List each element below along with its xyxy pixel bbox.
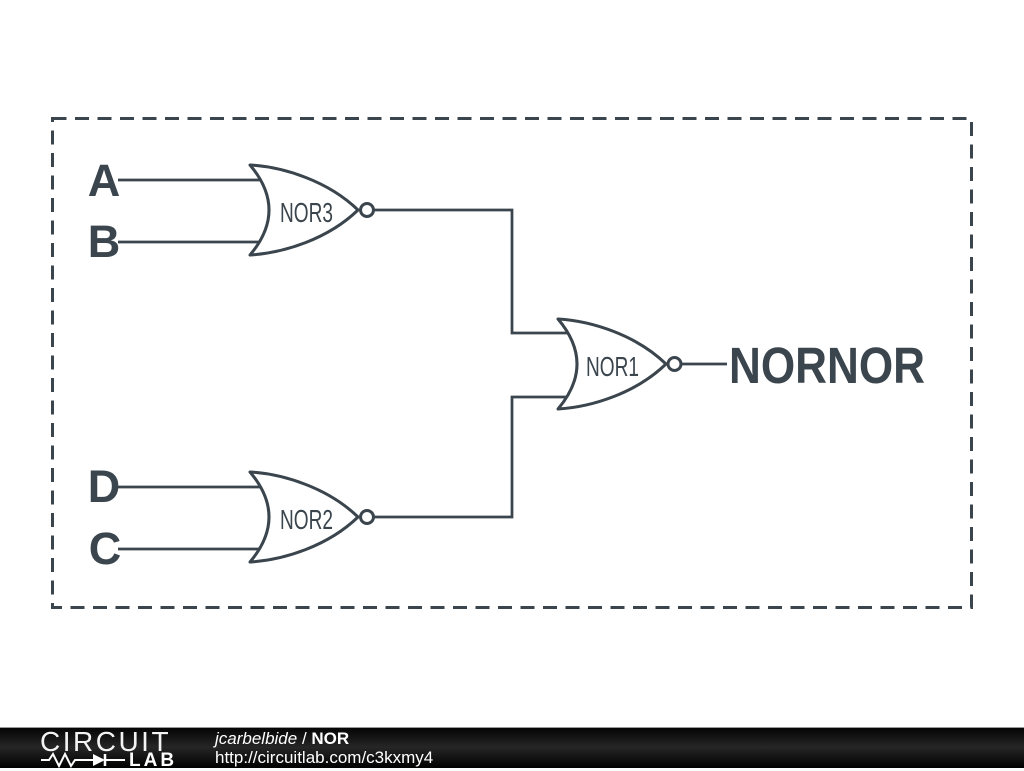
schematic-title: NOR [311, 729, 350, 748]
wire-nor3-to-nor1 [374, 208, 572, 335]
input-label-d: D [88, 461, 121, 512]
input-label-b: B [88, 216, 121, 267]
input-label-c: C [89, 523, 122, 574]
nor2-gate-label: NOR2 [280, 504, 333, 535]
nor2-gate[interactable] [248, 470, 360, 564]
circuitlab-logo-wordmark: CIRCUIT [40, 726, 172, 757]
nor3-gate-label: NOR3 [280, 197, 333, 228]
footer-bar: CIRCUIT LAB jcarbelbide / NOR http://cir… [0, 726, 1024, 771]
resistor-diode-icon [41, 752, 125, 768]
author-name: jcarbelbide [215, 729, 298, 748]
output-label: NORNOR [729, 337, 925, 394]
schematic-canvas: NOR3 NOR2 NOR1 A B D C NORNOR [51, 117, 973, 609]
nor1-gate-body[interactable] [556, 317, 668, 411]
nor3-gate[interactable] [248, 163, 360, 257]
nor1-inversion-bubble [666, 356, 683, 372]
circuitlab-logo[interactable]: CIRCUIT LAB [40, 726, 190, 771]
nor2-inversion-bubble [359, 509, 375, 525]
nor1-gate[interactable] [556, 317, 668, 411]
schematic-url[interactable]: http://circuitlab.com/c3kxmy4 [215, 747, 434, 767]
nor2-gate-body[interactable] [248, 470, 360, 564]
nor1-gate-label: NOR1 [586, 351, 639, 382]
input-label-a: A [88, 155, 121, 206]
wire-nor2-to-nor1 [374, 395, 572, 519]
schematic-boundary [51, 117, 973, 609]
schematic-attribution: jcarbelbide / NOR [215, 729, 433, 749]
nor3-inversion-bubble [359, 202, 375, 218]
nor3-gate-body[interactable] [248, 163, 360, 257]
footer-meta: jcarbelbide / NOR http://circuitlab.com/… [215, 729, 434, 767]
attribution-separator: / [297, 729, 312, 748]
circuitlab-logo-lab: LAB [129, 749, 178, 771]
